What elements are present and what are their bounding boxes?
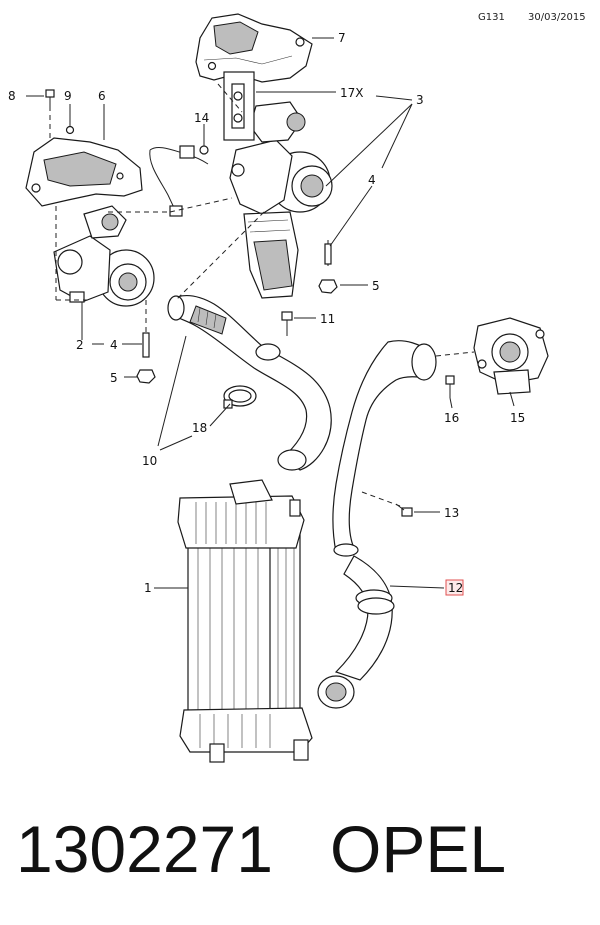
nut-9 [65,125,75,135]
hose-clamp-18 [223,385,257,409]
diagram-code: G131 [478,12,505,23]
callout-3: 3 [416,93,424,107]
charge-air-hose-outlet [317,340,437,709]
oil-feed-pipe [149,145,209,217]
highlight-box-12 [445,579,464,596]
callout-8: 8 [8,89,16,103]
throttle-body [473,317,549,395]
nut-5-right [318,279,338,294]
callout-6: 6 [98,89,106,103]
callout-9: 9 [64,89,72,103]
turbocharger [229,101,333,299]
heat-shield-left [25,137,143,207]
stud-4-right [324,240,332,266]
callout-4-right: 4 [368,173,376,187]
part-number: 1302271 [16,812,273,886]
callout-15: 15 [510,411,525,425]
callout-4-left: 4 [110,338,118,352]
bracket-17x [223,71,255,141]
leader-lines [26,37,515,589]
callout-7: 7 [338,31,346,45]
callout-13: 13 [444,506,459,520]
heat-shield-upper [195,13,313,83]
callout-5-right: 5 [372,279,380,293]
intercooler [177,479,313,763]
charge-air-hose-upper [167,295,332,471]
callout-2: 2 [76,338,84,352]
turbo-assembly-left [53,205,155,307]
hose-clamp-upper [255,343,281,361]
callout-11: 11 [320,312,335,326]
callout-1: 1 [144,581,152,595]
callout-10: 10 [142,454,157,468]
callout-14: 14 [194,111,209,125]
diagram-date: 30/03/2015 [528,12,586,23]
bolt-11 [281,311,293,336]
callout-17x: 17X [340,86,364,100]
bolt-16 [445,375,455,398]
callout-5-left: 5 [110,371,118,385]
callout-18: 18 [192,421,207,435]
stud-4-left [142,332,150,358]
callout-12: 12 [448,581,463,595]
callout-16: 16 [444,411,459,425]
nut-5-left [136,369,156,384]
bolt-8 [45,89,55,106]
brand-name: OPEL [330,812,506,886]
